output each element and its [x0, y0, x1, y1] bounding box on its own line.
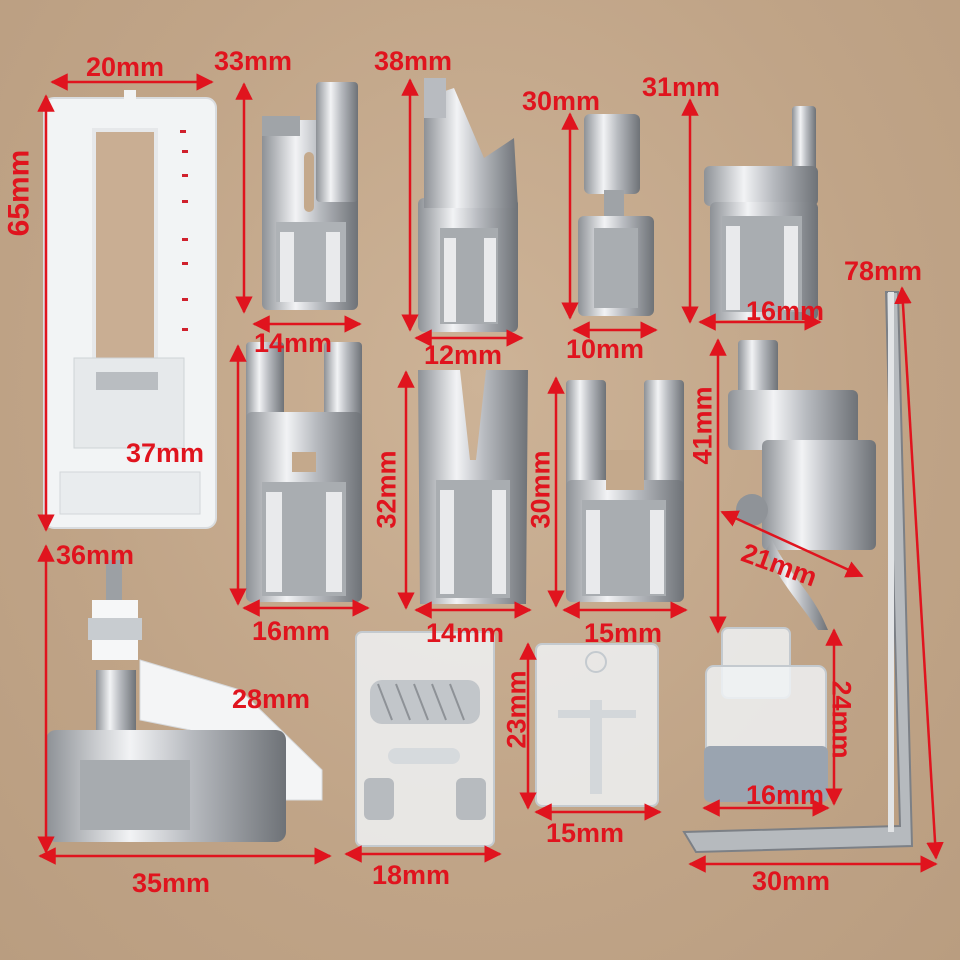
label-12mm: 12mm	[424, 340, 503, 370]
label-37mm: 37mm	[126, 438, 205, 468]
foot-4	[704, 106, 818, 320]
label-78mm: 78mm	[844, 256, 923, 286]
label-33mm: 33mm	[214, 46, 293, 76]
foot-2	[418, 78, 518, 332]
label-14mm-mid: 14mm	[426, 618, 505, 648]
label-30mm-mid: 30mm	[525, 450, 556, 529]
label-32mm: 32mm	[371, 450, 402, 529]
label-38mm: 38mm	[374, 46, 453, 76]
walking-foot	[46, 560, 323, 842]
label-20mm: 20mm	[86, 52, 165, 82]
label-23mm: 23mm	[501, 670, 532, 749]
label-65mm: 65mm	[2, 149, 36, 237]
clear-zipper-foot	[704, 627, 828, 802]
label-28mm: 28mm	[232, 684, 311, 714]
label-16mm-bottom: 16mm	[746, 780, 825, 810]
label-30mm-bottom: 30mm	[752, 866, 831, 896]
label-14mm-top: 14mm	[254, 328, 333, 358]
buttonhole-foot	[43, 90, 217, 529]
label-18mm: 18mm	[372, 860, 451, 890]
label-10mm: 10mm	[566, 334, 645, 364]
foot-6	[418, 370, 528, 604]
foot-7	[566, 380, 684, 602]
label-31mm: 31mm	[642, 72, 721, 102]
label-36mm: 36mm	[56, 540, 135, 570]
label-15mm-bottom: 15mm	[546, 818, 625, 848]
label-16mm-mid: 16mm	[252, 616, 331, 646]
label-30mm-top: 30mm	[522, 86, 601, 116]
label-16mm-top: 16mm	[746, 296, 825, 326]
label-35mm: 35mm	[132, 868, 211, 898]
foot-1	[262, 82, 358, 310]
label-41mm: 41mm	[687, 386, 718, 465]
label-15mm-mid: 15mm	[584, 618, 663, 648]
foot-3	[578, 114, 654, 316]
label-24mm: 24mm	[826, 680, 857, 759]
roller-foot	[355, 631, 495, 847]
foot-8	[728, 340, 876, 630]
foot-5	[246, 342, 362, 602]
